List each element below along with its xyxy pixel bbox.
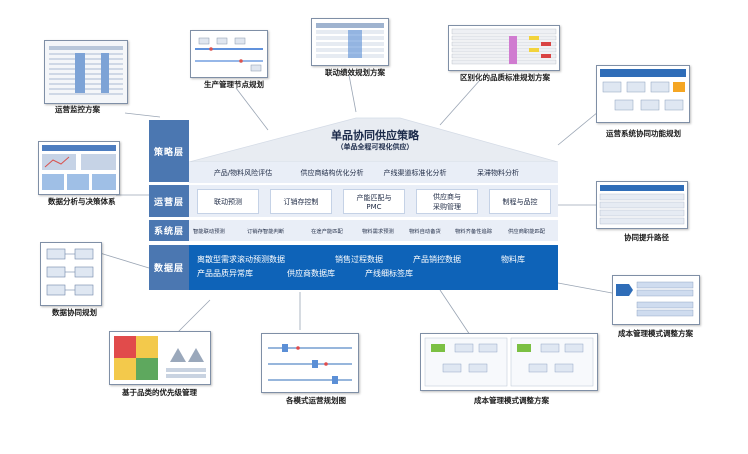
caption-upgrade-path: 协同提升路径 (624, 233, 669, 242)
thumbnail-cost-model-bottom (420, 333, 598, 391)
flow-mockup-icon (195, 37, 263, 72)
data-item: 供应商数据库 (287, 269, 335, 278)
caption-linkage-performance: 联动绩效规划方案 (325, 68, 385, 77)
operation-item: 产能匹配与 PMC (343, 189, 405, 214)
system-item: 物料齐备性追踪 (455, 229, 493, 235)
operation-item: 供应商与 采购管理 (416, 189, 478, 214)
thumbnail-multi-mode (261, 333, 359, 393)
caption-production-rhythm: 生产管理节点规划 (204, 80, 264, 89)
flow-mockup-icon (268, 344, 352, 384)
flow-mockup-icon (616, 281, 694, 317)
thumbnail-data-collab (40, 242, 102, 306)
data-item: 产线细标签库 (365, 269, 413, 278)
layer-label-operation: 运营层 (149, 185, 189, 217)
thumbnail-cost-model-right (612, 275, 700, 325)
table-mockup-icon (599, 185, 685, 225)
matrix-mockup-icon (114, 336, 206, 380)
data-item: 离散型需求滚动预测数据 (197, 255, 285, 264)
operation-item: 订销存控制 (270, 189, 332, 214)
strategy-band: 产品/物料风险评估 供应商结构优化分析 产线渠道标准化分析 呆滞物料分析 (189, 162, 558, 183)
data-item: 物料库 (501, 255, 525, 264)
strategy-item: 产线渠道标准化分析 (383, 168, 447, 177)
strategy-item: 产品/物料风险评估 (213, 168, 273, 177)
thumbnail-upgrade-path (596, 181, 688, 229)
connector-line (439, 289, 471, 336)
data-item: 销售过程数据 (335, 255, 383, 264)
thumbnail-category-priority (109, 331, 211, 385)
thumbnail-ops-system-function (596, 65, 690, 123)
data-band: 离散型需求滚动预测数据 销售过程数据 产品销控数据 物料库 产品品质异常库 供应… (189, 245, 558, 290)
caption-ops-monitoring: 运营监控方案 (55, 105, 100, 114)
connector-line (557, 282, 613, 294)
system-item: 订销存智能判断 (247, 229, 285, 235)
system-item: 物料需求预测 (362, 229, 394, 235)
data-item: 产品销控数据 (413, 255, 461, 264)
caption-quality-standard: 区别化的品质标准规划方案 (460, 73, 550, 82)
operation-band: 联动预测 订销存控制 产能匹配与 PMC 供应商与 采购管理 制程与品控 (189, 185, 558, 217)
strategy-title: 单品协同供应策略 (331, 129, 419, 142)
thumbnail-ops-monitoring (44, 40, 128, 104)
caption-cost-model-right: 成本管理模式调整方案 (618, 329, 693, 338)
connector-line (439, 79, 481, 126)
flow-mockup-icon (424, 337, 594, 387)
layer-label-data: 数据层 (149, 245, 189, 290)
system-item: 在途产能匹配 (311, 229, 343, 235)
connector-line (235, 87, 269, 131)
connector-line (557, 111, 599, 146)
system-item: 供应商职能匹配 (508, 229, 546, 235)
layer-label-strategy: 策略层 (149, 120, 189, 182)
connector-line (348, 74, 357, 113)
data-item: 产品品质异常库 (197, 269, 253, 278)
system-item: 物料自动备货 (409, 229, 441, 235)
layer-label-system: 系统层 (149, 220, 189, 241)
caption-category-priority: 基于品类的优先级管理 (122, 388, 197, 397)
caption-data-collab: 数据协同规划 (52, 308, 97, 317)
system-band: 智能联动预测 订销存智能判断 在途产能匹配 物料需求预测 物料自动备货 物料齐备… (189, 220, 558, 241)
thumbnail-linkage-performance (311, 18, 389, 66)
caption-ops-system-function: 运营系统协同功能规划 (606, 129, 681, 138)
strategy-subtitle: （单品全程可视化供应） (336, 143, 414, 151)
thumbnail-data-decision (38, 141, 120, 195)
caption-multi-mode: 各模式运营规划图 (286, 396, 346, 405)
caption-data-decision: 数据分析与决策体系 (48, 197, 116, 206)
strategy-item: 呆滞物料分析 (477, 168, 519, 177)
connector-line (124, 112, 161, 118)
table-mockup-icon (49, 46, 123, 95)
system-item: 智能联动预测 (193, 229, 225, 235)
dashboard-mockup-icon (42, 145, 116, 190)
thumbnail-quality-standard (448, 25, 560, 71)
caption-cost-model-bottom: 成本管理模式调整方案 (474, 396, 549, 405)
thumbnail-production-rhythm (190, 30, 268, 78)
operation-item: 制程与品控 (489, 189, 551, 214)
strategy-item: 供应商结构优化分析 (300, 168, 364, 177)
flow-mockup-icon (600, 69, 686, 111)
operation-item: 联动预测 (197, 189, 259, 214)
table-mockup-icon (451, 28, 557, 65)
flow-mockup-icon (46, 248, 94, 296)
table-mockup-icon (316, 23, 384, 58)
